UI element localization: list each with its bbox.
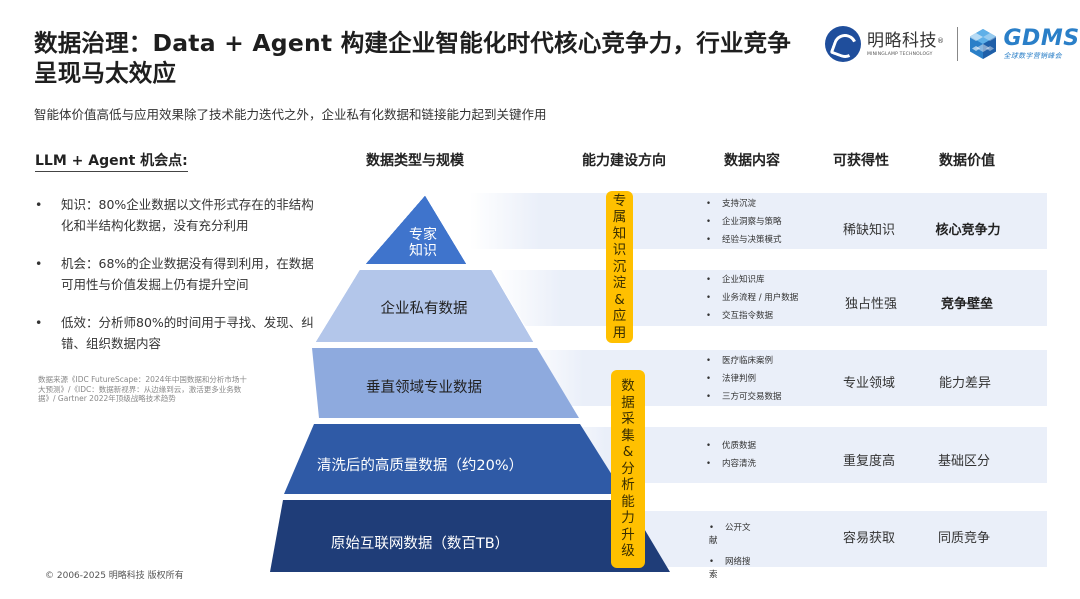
column-header-value: 数据价值 — [939, 153, 995, 169]
content-list-private: 企业知识库 业务流程 / 用户数据 交互指令数据 — [706, 271, 798, 325]
availability-cleaned: 重复度高 — [842, 454, 895, 469]
logo-group: 明略科技® MININGLAMP TECHNOLOGY GDMS 全球数字营销峰… — [825, 22, 1080, 66]
logo-divider — [956, 27, 958, 61]
page-title: 数据治理：Data + Agent 构建企业智能化时代核心竞争力，行业竞争呈现马… — [34, 29, 792, 87]
content-item: 内容清洗 — [706, 455, 756, 473]
pyramid-label-private: 企业私有数据 — [380, 301, 468, 317]
content-item: 企业洞察与策略 — [706, 213, 782, 231]
copyright: © 2006-2025 明略科技 版权所有 — [45, 571, 184, 581]
source-note: 数据来源《IDC FutureScape：2024年中国数据和分析市场十大预测》… — [38, 375, 247, 403]
mininglamp-logo-icon — [825, 26, 861, 62]
content-list-cleaned: 优质数据 内容清洗 — [706, 437, 756, 473]
gdms-label: GDMS — [1003, 25, 1080, 51]
content-list-expert: 支持沉淀 企业洞察与策略 经验与决策模式 — [706, 195, 782, 249]
content-list-raw: •公开文献 •网络搜索 — [709, 522, 757, 590]
pyramid-label-cleaned: 清洗后的高质量数据（约20%） — [316, 458, 524, 474]
pyramid-label-vertical: 垂直领域专业数据 — [366, 380, 482, 396]
content-item: 业务流程 / 用户数据 — [706, 289, 798, 307]
opportunity-text: 知识：80%企业数据以文件形式存在的非结构化和半结构化数据，没有充分利用 — [61, 197, 314, 233]
opportunity-text: 机会：68%的企业数据没有得到利用，在数据可用性与价值发掘上仍有提升空间 — [61, 256, 314, 292]
content-item: 医疗临床案例 — [706, 352, 782, 370]
opportunity-item: • 机会：68%的企业数据没有得到利用，在数据可用性与价值发掘上仍有提升空间 — [35, 253, 320, 295]
value-expert: 核心竞争力 — [935, 223, 1001, 238]
column-header-content: 数据内容 — [724, 153, 780, 169]
opportunity-item: • 知识：80%企业数据以文件形式存在的非结构化和半结构化数据，没有充分利用 — [35, 194, 320, 236]
value-raw: 同质竞争 — [937, 531, 990, 546]
availability-vertical: 专业领域 — [842, 376, 895, 391]
content-item: 支持沉淀 — [706, 195, 782, 213]
registered-mark: ® — [937, 36, 945, 45]
column-header-availability: 可获得性 — [833, 153, 889, 169]
content-item: 企业知识库 — [706, 271, 798, 289]
pyramid-label-expert: 专家 知识 — [409, 227, 437, 259]
brand-en: MININGLAMP TECHNOLOGY — [867, 51, 933, 57]
direction-pill-knowledge: 专 属 知 识 沉 淀 & 应 用 — [606, 191, 633, 343]
content-item: 三方可交易数据 — [706, 388, 782, 406]
mininglamp-logo-text: 明略科技® MININGLAMP TECHNOLOGY — [867, 32, 945, 57]
content-list-vertical: 医疗临床案例 法律判例 三方可交易数据 — [706, 352, 782, 406]
page-subtitle: 智能体价值高低与应用效果除了技术能力迭代之外，企业私有化数据和链接能力起到关键作… — [34, 107, 547, 122]
gdms-subtitle: 全球数字营销峰会 — [1003, 51, 1062, 60]
pyramid-label-raw: 原始互联网数据（数百TB） — [330, 536, 510, 552]
content-item: 交互指令数据 — [706, 307, 798, 325]
availability-private: 独占性强 — [844, 297, 897, 312]
content-item: 优质数据 — [706, 437, 756, 455]
bullet-marker: • — [35, 256, 43, 271]
opportunities-list: • 知识：80%企业数据以文件形式存在的非结构化和半结构化数据，没有充分利用 • 机… — [35, 194, 320, 371]
column-header-data-type: 数据类型与规模 — [366, 153, 464, 169]
content-item: •公开文献 — [709, 523, 751, 546]
brand-cn: 明略科技 — [867, 30, 937, 51]
bullet-marker: • — [35, 315, 43, 330]
column-header-direction: 能力建设方向 — [582, 153, 666, 169]
value-private: 竞争壁垒 — [940, 297, 993, 312]
row-strip-3 — [520, 350, 1047, 406]
value-cleaned: 基础区分 — [937, 454, 990, 469]
gdms-cube-icon — [968, 28, 998, 60]
value-vertical: 能力差异 — [938, 376, 991, 391]
availability-raw: 容易获取 — [842, 531, 895, 546]
content-item: 经验与决策模式 — [706, 231, 782, 249]
opportunity-item: • 低效：分析师80%的时间用于寻找、发现、纠错、组织数据内容 — [35, 312, 320, 354]
content-item: 法律判例 — [706, 370, 782, 388]
bullet-marker: • — [35, 197, 43, 212]
opportunities-heading: LLM + Agent 机会点: — [35, 150, 188, 172]
opportunity-text: 低效：分析师80%的时间用于寻找、发现、纠错、组织数据内容 — [61, 315, 314, 351]
availability-expert: 稀缺知识 — [842, 223, 895, 238]
content-item: •网络搜索 — [709, 557, 751, 580]
direction-pill-data-capability: 数 据 采 集 & 分 析 能 力 升 级 — [611, 370, 645, 568]
